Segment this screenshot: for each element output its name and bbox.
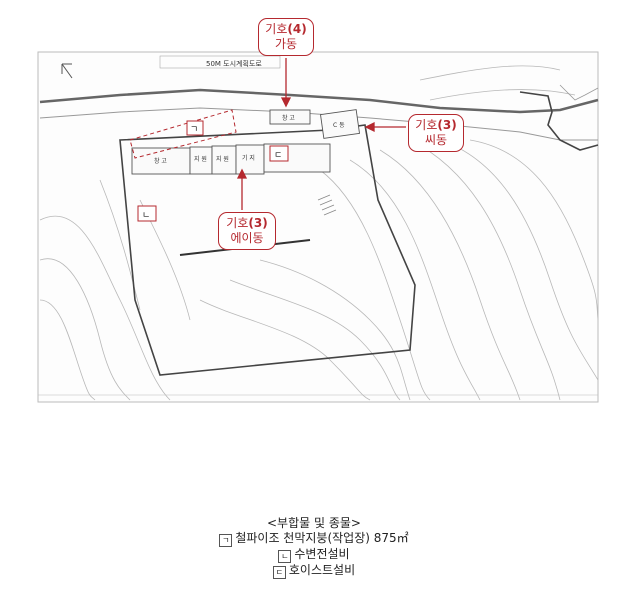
caption-item: ㄷ호이스트설비 [0,563,628,579]
caption-symbol: ㄷ [273,566,286,579]
callout-number: (3) [437,118,456,132]
caption-item: ㄱ철파이조 천막지붕(작업장) 875㎡ [0,531,628,547]
symbol-c: ㄷ [274,151,282,161]
callout-number: (4) [287,22,306,36]
caption-symbol: ㄱ [219,534,232,547]
symbol-a: ㄱ [190,125,198,135]
caption-text: 수변전설비 [294,547,349,561]
caption-text: 철파이조 천막지붕(작업장) 875㎡ [235,531,408,545]
callout-number: (3) [248,216,267,230]
symbol-b: ㄴ [142,211,150,221]
callout-building-name: 씨동 [414,133,458,148]
map-frame [38,52,598,402]
building-label: C 동 [333,122,345,129]
callout-building-name: 에이동 [224,231,270,246]
callout-ei: 기호(3) 에이동 [218,212,276,250]
building-label: 창 고 [154,157,167,165]
callout-ga: 기호(4) 가동 [258,18,314,56]
callout-prefix: 기호 [226,216,248,230]
road-label: 50M 도시계획도로 [206,59,262,68]
building-label: 기 지 [242,154,255,162]
callout-prefix: 기호 [265,22,287,36]
caption-symbol: ㄴ [278,550,291,563]
callout-building-name: 가동 [264,37,308,52]
building-label: 창 고 [282,114,295,122]
building-label: 지 원 [216,155,229,163]
caption: <부합물 및 종물> ㄱ철파이조 천막지붕(작업장) 875㎡ ㄴ수변전설비 ㄷ… [0,516,628,579]
site-map: 50M 도시계획도로 창 고 지 원 지 원 기 지 창 고 C 동 ㄱ ㄷ ㄴ [0,0,628,420]
caption-text: 호이스트설비 [289,563,355,577]
caption-item: ㄴ수변전설비 [0,547,628,563]
callout-prefix: 기호 [415,118,437,132]
caption-title: <부합물 및 종물> [0,516,628,531]
building-label: 지 원 [194,155,207,163]
callout-ssi: 기호(3) 씨동 [408,114,464,152]
